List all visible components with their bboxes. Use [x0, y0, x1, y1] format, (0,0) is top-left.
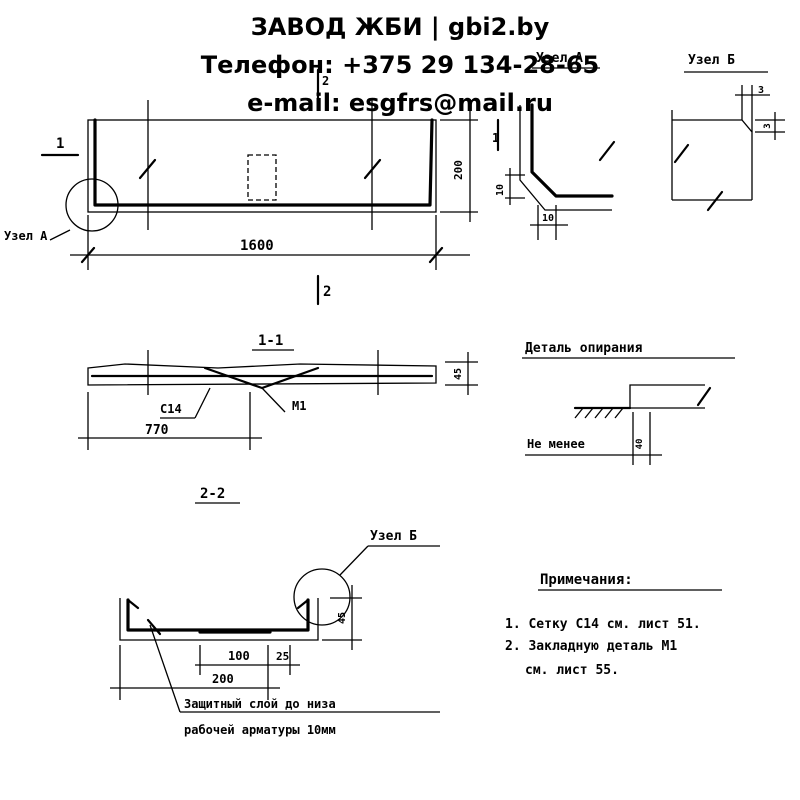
node-b-dim2: 3	[763, 123, 773, 128]
mesh-leader	[194, 387, 211, 419]
protective-layer-line1: Защитный слой до низа	[184, 697, 336, 711]
section-2-2-height: 45	[337, 612, 348, 624]
section-2-2-node-b: Узел Б	[370, 529, 417, 544]
section-2-2-title: 2-2	[200, 486, 225, 502]
notes-block: Примечания: 1. Сетку С14 см. лист 51. 2.…	[505, 572, 722, 678]
section-2-2-dim-25: 25	[276, 650, 289, 663]
node-a-dim2: 10	[542, 213, 554, 224]
node-b-dim1: 3	[758, 85, 764, 96]
node-a-title: Узел А	[536, 51, 583, 66]
plan-view: 2 2 1 1600 200 Узел А	[4, 68, 478, 306]
plan-tick	[138, 158, 157, 180]
node-b-title: Узел Б	[688, 53, 735, 68]
dim-tick	[428, 246, 444, 264]
dim-tick	[80, 246, 96, 264]
section-2-2-dim-100: 100	[228, 649, 250, 663]
embed-leader	[261, 387, 286, 413]
node-a-leader	[49, 229, 71, 241]
protective-layer-leader	[149, 624, 181, 713]
note-item-2a: 2. Закладную деталь М1	[505, 639, 677, 654]
plan-height-dim: 200	[452, 160, 465, 180]
section-2-2-node-b-leader	[339, 545, 369, 576]
header-phone: Телефон: +375 29 134-28-65	[200, 51, 600, 79]
notes-title: Примечания:	[540, 572, 633, 588]
section-1-1-embed	[203, 366, 320, 390]
node-b-tick	[673, 143, 690, 164]
section-1-1-outline	[87, 363, 437, 386]
section-2-2: 2-2 Узел Б 45 100 25 200 Защитный слой д…	[110, 486, 440, 737]
plan-section-1: 1	[56, 136, 64, 152]
node-a-callout-circle	[65, 178, 119, 232]
header-title: ЗАВОД ЖБИ | gbi2.by	[250, 13, 550, 41]
section-1-1-mesh: С14	[160, 402, 182, 416]
node-b-detail: Узел Б 3 3	[671, 53, 785, 212]
plan-rebar	[93, 118, 434, 207]
node-b-tick	[706, 190, 724, 212]
support-dim: 40	[635, 439, 645, 450]
node-a-tick	[598, 140, 616, 162]
header-email: e-mail: esgfrs@mail.ru	[247, 89, 553, 117]
section-1-1-height: 45	[453, 368, 464, 380]
plan-width-dim: 1600	[240, 238, 274, 254]
protective-layer-line2: рабочей арматуры 10мм	[184, 723, 336, 737]
plan-embed-part	[247, 154, 277, 201]
support-not-less: Не менее	[527, 437, 585, 451]
header-block: ЗАВОД ЖБИ | gbi2.by Телефон: +375 29 134…	[0, 8, 800, 122]
node-a-dim1: 10	[495, 184, 506, 196]
node-a-outline	[519, 105, 612, 211]
section-2-2-node-b-circle	[293, 568, 351, 626]
node-a-section-mark: 1	[492, 131, 499, 145]
plan-outline	[87, 119, 437, 213]
support-detail-title: Деталь опирания	[525, 341, 643, 356]
section-1-1-title: 1-1	[258, 333, 283, 349]
node-a-detail: Узел А 1 10 10	[492, 51, 616, 240]
support-tick	[696, 386, 712, 407]
section-2-2-hook	[296, 598, 310, 610]
note-item-1: 1. Сетку С14 см. лист 51.	[505, 617, 701, 632]
node-b-outline	[672, 119, 753, 200]
plan-section-2-top: 2	[322, 74, 329, 88]
node-a-callout-label: Узел А	[4, 229, 48, 243]
section-1-1: 1-1 45 С14 М1 770	[78, 333, 478, 450]
section-2-2-outline	[119, 598, 319, 641]
section-2-2-tick	[146, 618, 162, 636]
support-hatching	[574, 407, 624, 419]
support-detail: Деталь опирания Не менее 40	[522, 341, 735, 465]
node-a-rebar	[530, 103, 614, 198]
plan-tick	[363, 158, 382, 180]
section-2-2-hook	[126, 598, 140, 610]
section-2-2-dim-200: 200	[212, 672, 234, 686]
section-1-1-embed-mark: М1	[292, 399, 306, 413]
plan-section-2-bottom: 2	[323, 284, 331, 300]
section-1-1-dim: 770	[145, 423, 169, 438]
support-slab-outline	[629, 384, 705, 408]
section-2-2-rebar	[126, 598, 310, 632]
note-item-2b: см. лист 55.	[525, 663, 619, 678]
